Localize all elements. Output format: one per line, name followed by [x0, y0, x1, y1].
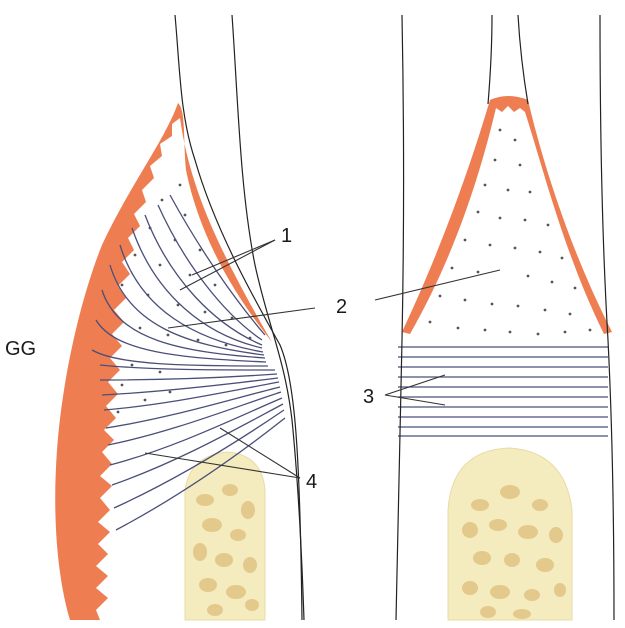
right-section: [395, 14, 615, 621]
leader-1a: [179, 239, 276, 291]
leader-4a: [219, 427, 301, 479]
leader-2-left: [167, 307, 316, 329]
left-section: [55, 14, 305, 621]
left-tooth-outline-inner: [174, 14, 303, 621]
label-4: 4: [306, 471, 317, 493]
right-connective-tissue-dots: [428, 128, 592, 336]
right-tooth-outline-right-inner: [517, 14, 529, 105]
right-alveolar-bone: [447, 447, 573, 621]
right-interdental-papilla-epithelium: [402, 96, 612, 334]
right-transseptal-fibers: [398, 346, 608, 437]
leader-4b: [144, 452, 301, 479]
right-tooth-outline-left-inner: [487, 14, 493, 105]
label-3: 3: [363, 386, 374, 408]
right-tooth-outline-left: [395, 14, 405, 621]
leader-3a: [384, 374, 446, 396]
left-tooth-outline-outer: [231, 14, 305, 621]
label-gg: GG: [5, 338, 36, 360]
right-tooth-outline-right: [599, 14, 615, 621]
left-dentogingival-fibers: [91, 194, 269, 367]
left-gingival-epithelium: [55, 103, 272, 620]
leader-3b: [384, 394, 446, 406]
leader-1b: [191, 239, 276, 276]
label-1: 1: [281, 225, 292, 247]
callout-labels: GG 1 2 3 4: [5, 225, 374, 493]
label-2: 2: [336, 296, 347, 318]
leader-2-right: [374, 269, 501, 301]
leader-lines: [144, 239, 501, 479]
left-dentoperiosteal-fibers: [99, 364, 286, 531]
left-alveolar-bone: [184, 451, 266, 621]
